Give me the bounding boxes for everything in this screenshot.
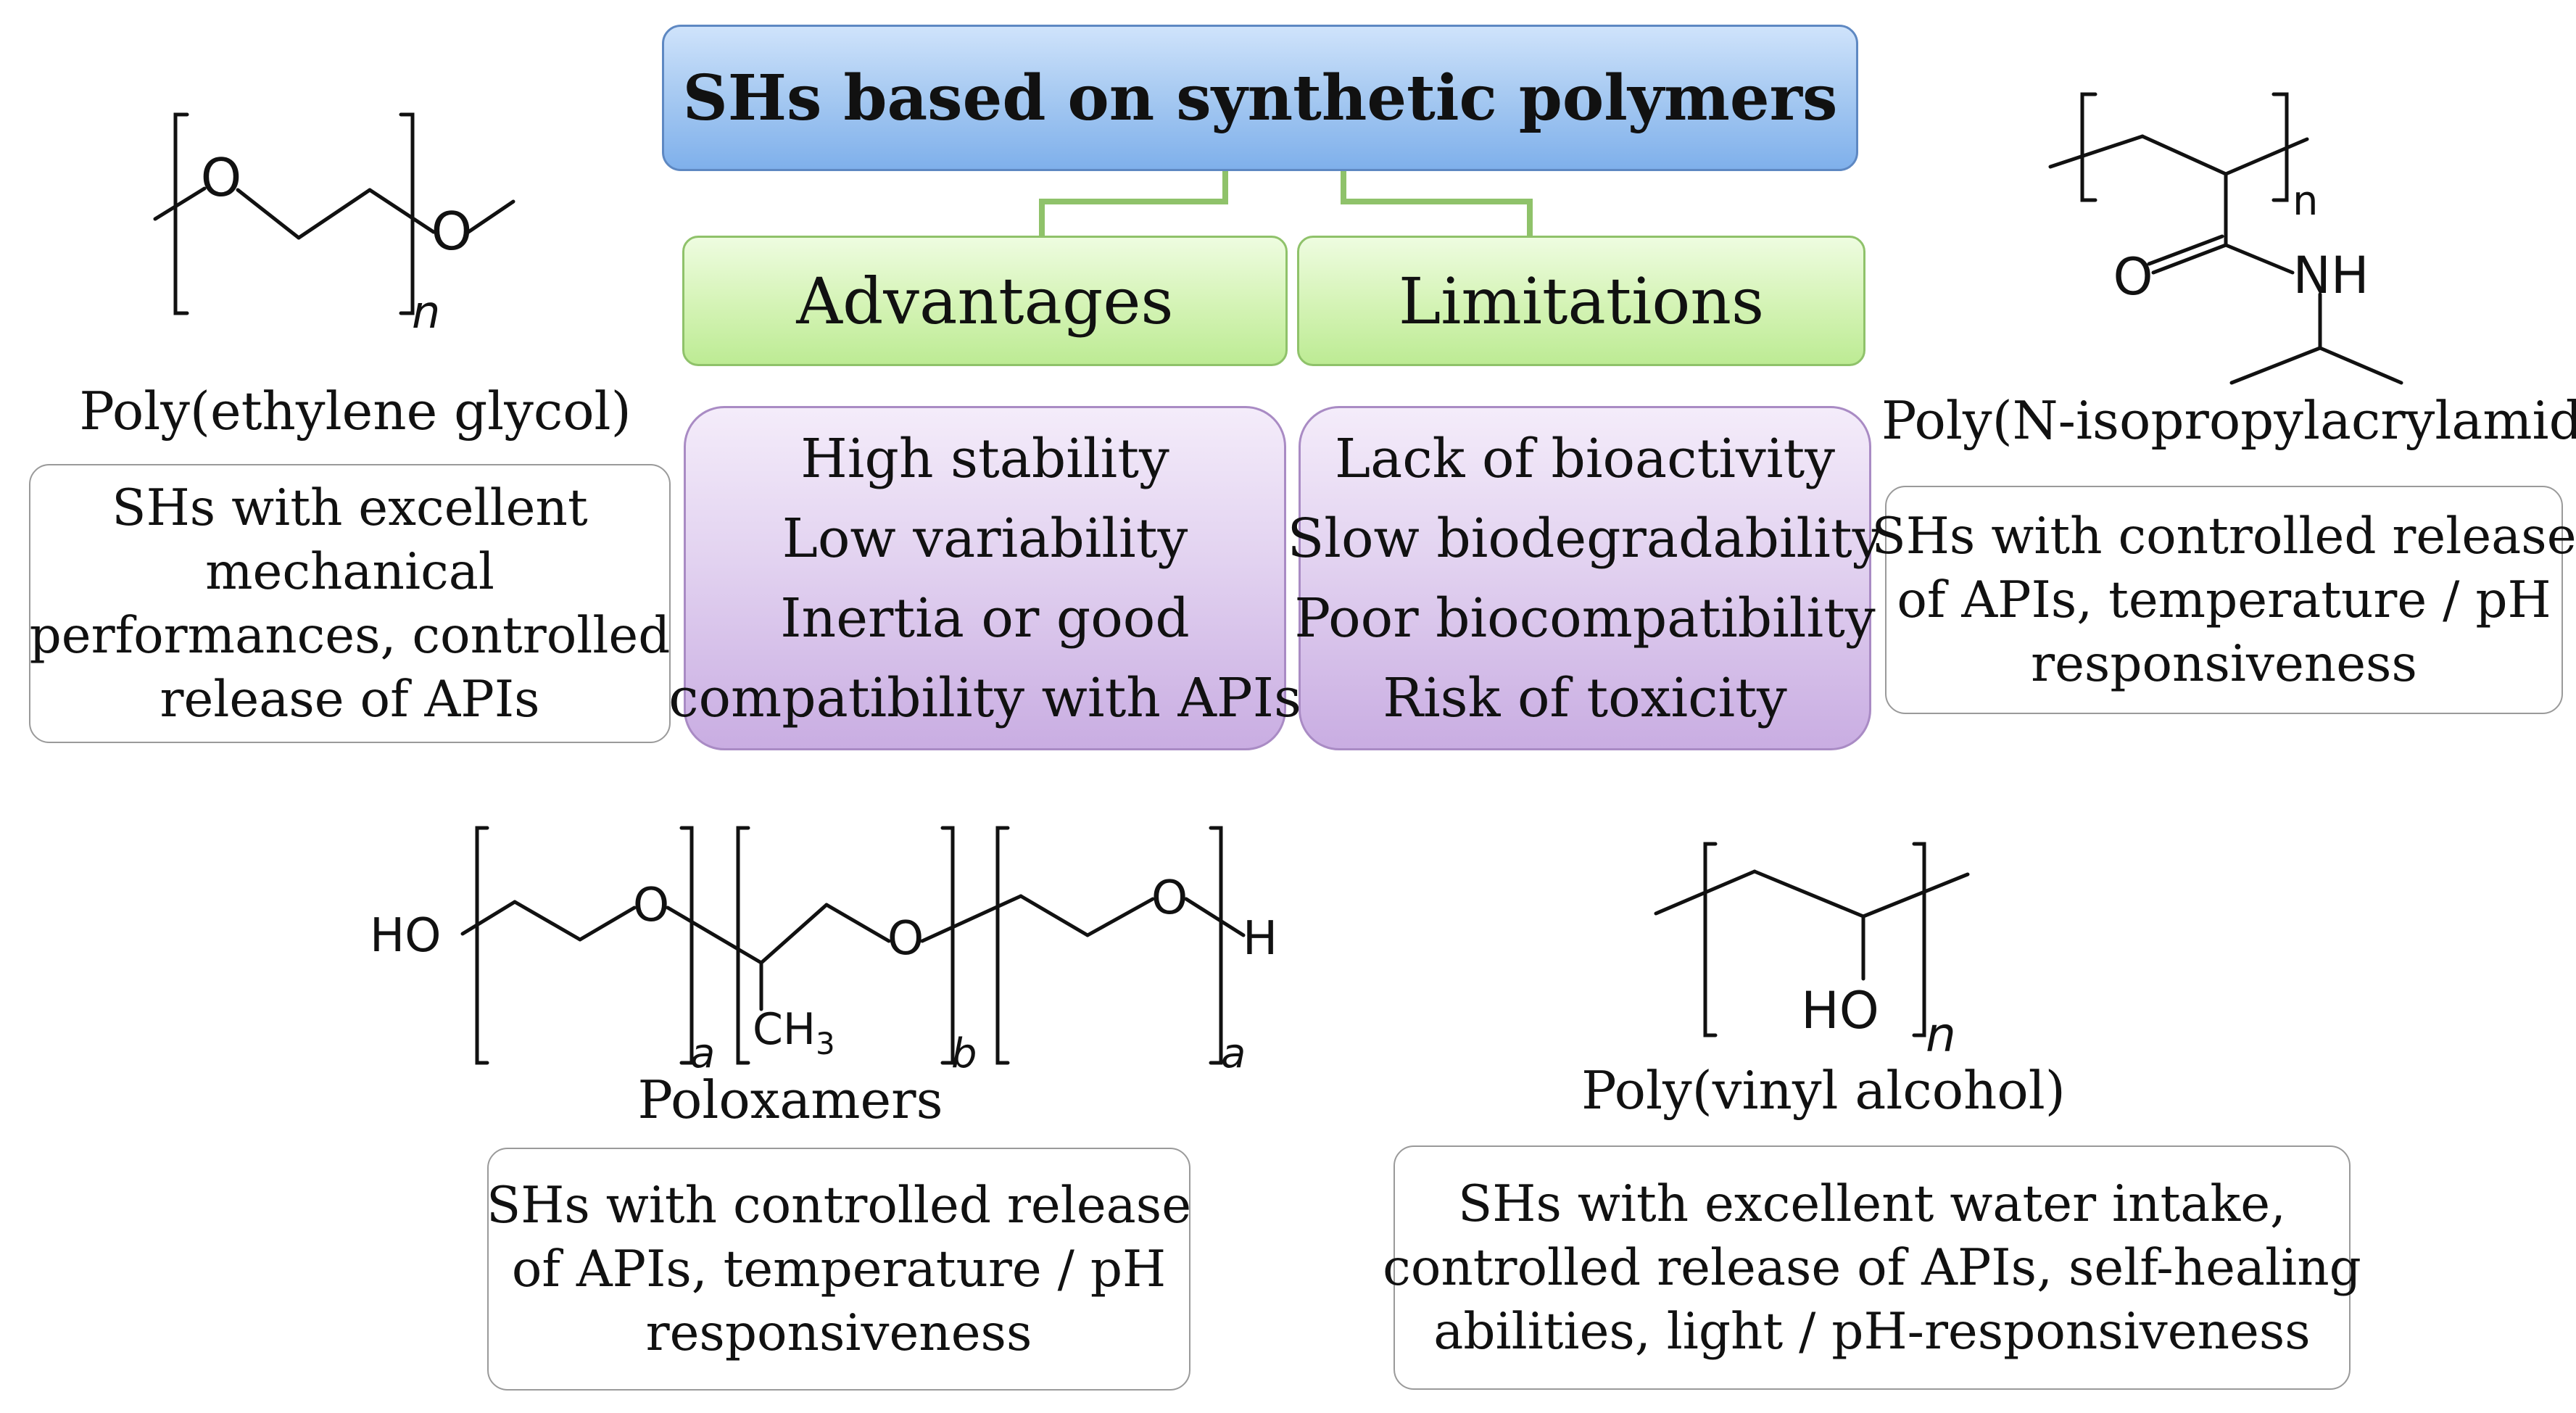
description-line: mechanical — [205, 542, 494, 601]
pva-structure: HO n — [1654, 842, 1970, 1063]
description-line: SHs with excellent — [112, 478, 588, 537]
poloxamer-oxygen-label: O — [1151, 871, 1188, 925]
advantage-item: High stability — [800, 427, 1169, 490]
pnipam-structure: n O NH — [2048, 92, 2403, 385]
poloxamer-subscript-b: b — [951, 1030, 977, 1077]
description-line: SHs with excellent water intake, — [1458, 1174, 2286, 1233]
limitation-item: Lack of bioactivity — [1334, 427, 1836, 490]
pnipam-oxygen-label: O — [2113, 247, 2153, 307]
advantages-list: High stability Low variability Inertia o… — [668, 406, 1301, 750]
poloxamer-oxygen-label: O — [633, 879, 669, 932]
pva-name: Poly(vinyl alcohol) — [1581, 1060, 2066, 1121]
peg-oxygen-label: O — [431, 201, 473, 262]
description-line: release of APIs — [160, 670, 540, 729]
peg-structure: O O n — [153, 112, 515, 339]
pnipam-nh-label: NH — [2293, 246, 2369, 305]
description-line: SHs with controlled release — [1871, 507, 2576, 565]
pnipam-description: SHs with controlled release of APIs, tem… — [1871, 486, 2576, 714]
poloxamer-h-label: H — [1243, 912, 1277, 966]
peg-oxygen-label: O — [201, 147, 242, 208]
pva-description: SHs with excellent water intake, control… — [1383, 1145, 2361, 1390]
description-line: SHs with controlled release — [486, 1176, 1192, 1235]
pnipam-name: Poly(N-isopropylacrylamide) — [1881, 390, 2576, 451]
description-line: responsiveness — [2031, 634, 2417, 693]
description-line: controlled release of APIs, self-healing — [1383, 1238, 2361, 1297]
description-line: responsiveness — [645, 1304, 1032, 1362]
limitation-item: Risk of toxicity — [1383, 666, 1787, 729]
description-line: of APIs, temperature / pH — [511, 1240, 1167, 1298]
description-line: of APIs, temperature / pH — [1897, 571, 2551, 629]
advantages-heading: Advantages — [682, 236, 1288, 366]
advantage-item: compatibility with APIs — [668, 666, 1301, 729]
poloxamer-subscript-a: a — [690, 1030, 715, 1077]
pva-repeat-subscript: n — [1926, 1007, 1956, 1063]
peg-description: SHs with excellent mechanical performanc… — [29, 464, 671, 743]
poloxamer-subscript-a: a — [1221, 1030, 1246, 1077]
diagram-title: SHs based on synthetic polymers — [662, 25, 1858, 171]
peg-name: Poly(ethylene glycol) — [79, 381, 631, 442]
poloxamer-methyl-label: CH3 — [753, 1004, 835, 1061]
limitation-item: Slow biodegradability — [1287, 507, 1883, 570]
poloxamer-structure: HO O O O H CH3 a b a — [370, 826, 1277, 1077]
poloxamers-name: Poloxamers — [637, 1069, 943, 1130]
description-line: performances, controlled — [29, 606, 671, 665]
description-line: abilities, light / pH-responsiveness — [1433, 1302, 2311, 1361]
poloxamers-description: SHs with controlled release of APIs, tem… — [486, 1148, 1192, 1391]
advantage-item: Low variability — [782, 507, 1188, 570]
pva-ho-label: HO — [1801, 981, 1879, 1040]
limitations-list: Lack of bioactivity Slow biodegradabilit… — [1288, 406, 1882, 750]
poloxamer-oxygen-label: O — [887, 912, 924, 966]
limitation-item: Poor biocompatibility — [1294, 587, 1876, 650]
poloxamer-ho-label: HO — [370, 909, 442, 963]
peg-repeat-subscript: n — [412, 286, 440, 339]
pnipam-repeat-subscript: n — [2293, 178, 2319, 225]
limitations-heading: Limitations — [1297, 236, 1865, 366]
advantage-item: Inertia or good — [780, 587, 1190, 650]
